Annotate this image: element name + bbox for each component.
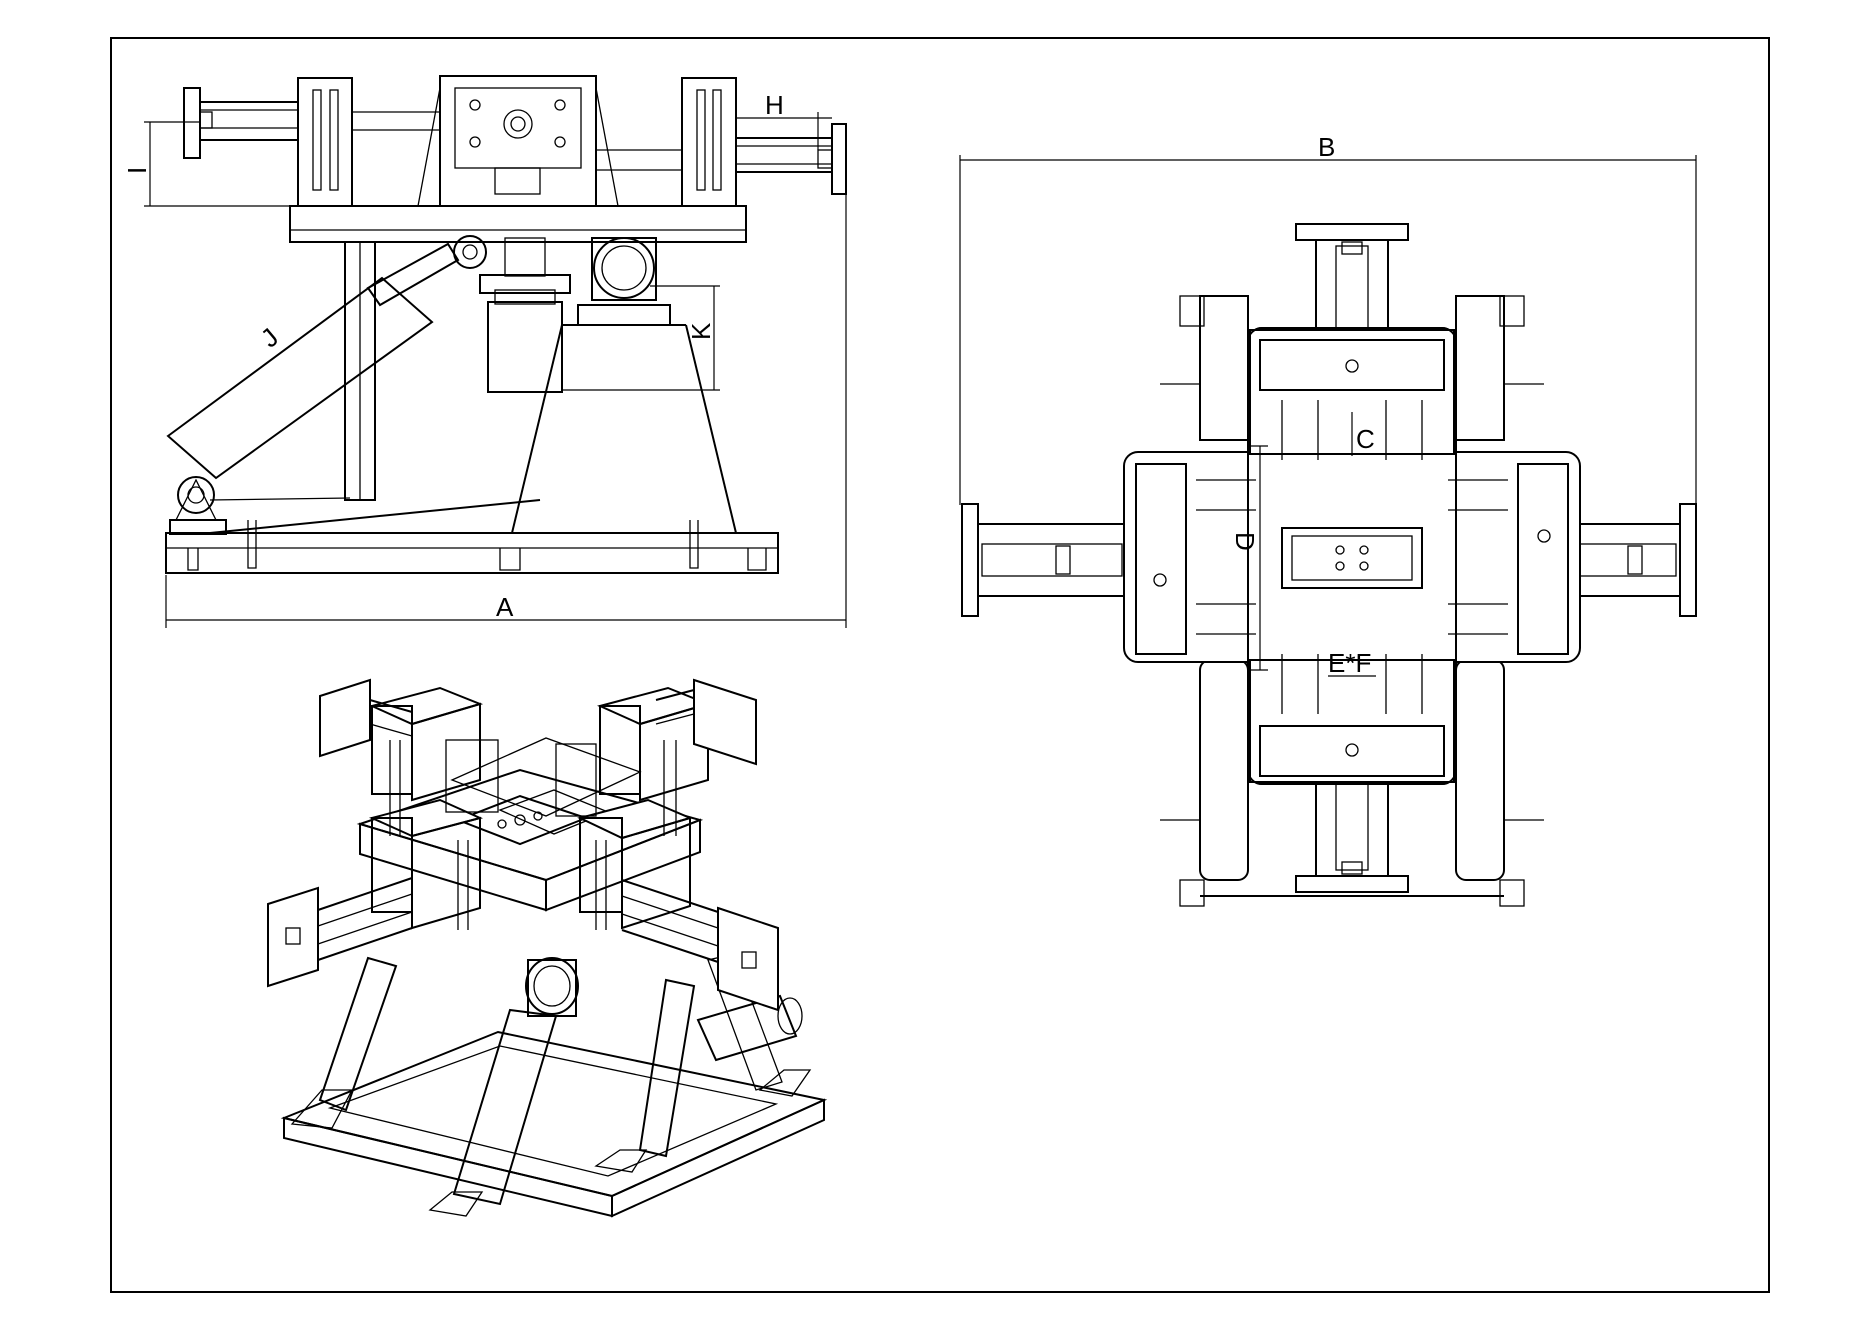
dim-label-d: D (1230, 532, 1260, 551)
dim-label-k: K (686, 322, 716, 340)
dim-label-h: H (765, 90, 784, 120)
side-elevation-view: A I H K J (122, 75, 847, 628)
dim-label-j: J (255, 322, 284, 353)
dim-label-b: B (1318, 132, 1335, 162)
dim-label-ef: E*F (1328, 648, 1371, 678)
dim-label-i: I (122, 167, 152, 174)
top-plan-view: B (959, 132, 1697, 907)
isometric-view (267, 678, 828, 1218)
dim-label-c: C (1356, 424, 1375, 454)
dim-label-a: A (496, 592, 514, 622)
drawing-border (110, 37, 1770, 1293)
